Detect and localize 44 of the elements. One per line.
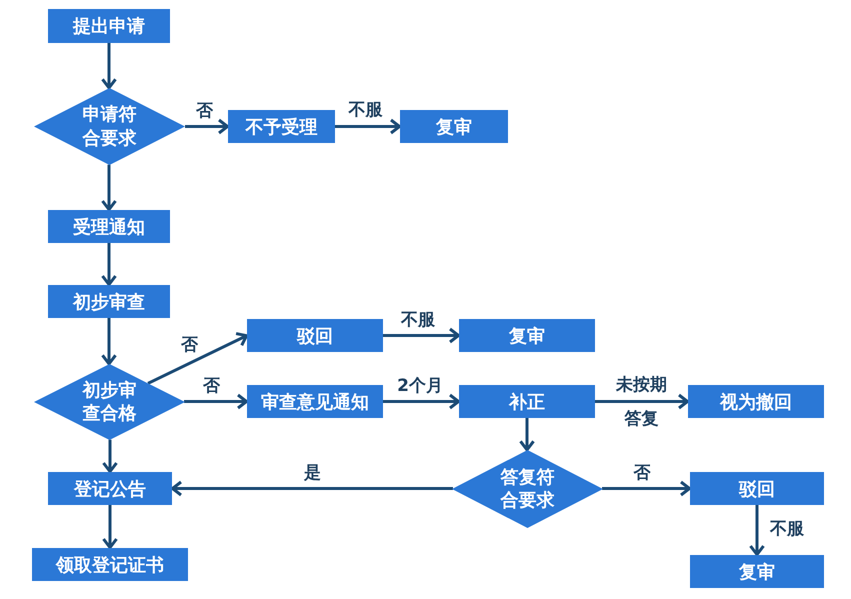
process-box: 复审: [459, 319, 595, 352]
edge-label: 否: [203, 375, 220, 397]
process-box: 驳回: [247, 319, 383, 352]
process-box: 复审: [400, 110, 508, 143]
decision-diamond: 申请符合要求: [34, 88, 185, 165]
edge-label: 否: [196, 100, 213, 122]
arrow: [101, 164, 117, 211]
arrow: [171, 480, 453, 496]
arrow: [101, 243, 117, 286]
edge-label: 是: [304, 462, 321, 484]
process-box: 受理通知: [48, 210, 170, 243]
process-box: 登记公告: [48, 472, 172, 505]
decision-diamond: 初步审查合格: [34, 364, 185, 440]
decision-diamond: 答复符合要求: [452, 450, 603, 528]
edge-label: 否: [634, 462, 651, 484]
arrow: [147, 332, 248, 385]
arrow: [602, 480, 691, 496]
process-box: 驳回: [690, 472, 824, 505]
process-box: 领取登记证书: [32, 548, 188, 581]
arrow: [749, 505, 765, 556]
arrow: [383, 394, 460, 410]
process-box: 视为撤回: [688, 385, 824, 418]
process-box: 提出申请: [48, 9, 170, 43]
edge-label: 不服: [348, 99, 382, 121]
arrow: [335, 118, 401, 134]
arrow: [102, 440, 118, 473]
process-box: 审查意见通知: [247, 385, 383, 418]
process-box: 初步审查: [48, 285, 170, 318]
edge-label: 不服: [770, 518, 804, 540]
edge-label: 否: [181, 334, 198, 356]
arrow: [383, 328, 460, 344]
process-box: 补正: [459, 385, 595, 418]
arrow: [102, 505, 118, 549]
arrow: [519, 418, 535, 452]
edge-label: 2个月: [397, 375, 443, 397]
process-box: 不予受理: [228, 110, 335, 143]
edge-label: 不服: [401, 309, 435, 331]
arrow: [184, 394, 248, 410]
process-box: 复审: [690, 555, 824, 588]
edge-label: 未按期答复: [616, 374, 668, 430]
arrow: [185, 118, 229, 134]
arrow: [101, 318, 117, 366]
arrow: [595, 394, 689, 410]
arrow: [101, 43, 117, 90]
